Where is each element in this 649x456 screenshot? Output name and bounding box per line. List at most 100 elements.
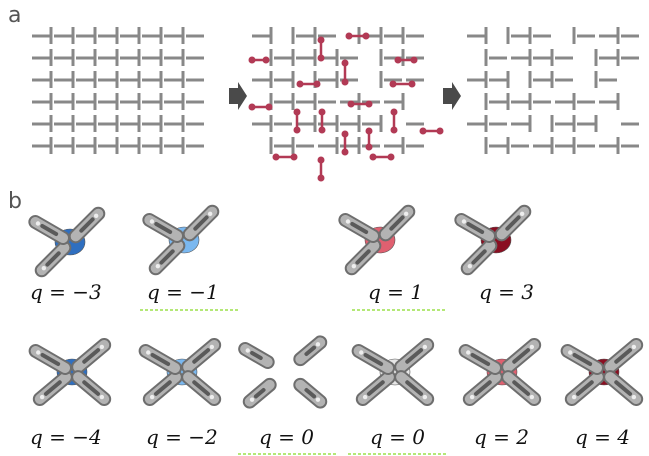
- magnet-pin: [149, 394, 155, 400]
- magnet-arm-slot: [572, 353, 593, 366]
- dimer-node: [262, 56, 270, 64]
- dimer-node: [293, 108, 301, 116]
- charge-labels: q = −3 q = −1 q = 1 q = 3 q = −4 q = −2 …: [30, 280, 630, 449]
- magnet-arm-slot: [473, 380, 492, 396]
- dimer-node: [408, 80, 416, 88]
- magnet-pin: [422, 394, 428, 400]
- magnet-pin: [529, 344, 535, 350]
- vertex-10: [560, 338, 644, 406]
- magnet-arm-slot: [250, 351, 263, 360]
- charge-label: q = 0: [259, 425, 314, 449]
- charge-label: q = 1: [368, 280, 423, 304]
- right-arrow-icon: [229, 82, 247, 110]
- dimer-node: [317, 156, 325, 164]
- magnet-arm-slot: [505, 215, 521, 231]
- highlight-underlines: [140, 309, 446, 455]
- lattice-with-dimers: [248, 27, 444, 182]
- magnet-arm-slot: [614, 348, 633, 364]
- vertex-2: [142, 204, 220, 276]
- vertex-6: [138, 338, 222, 406]
- magnet-pin: [359, 350, 364, 355]
- magnet-pin: [155, 263, 161, 269]
- magnet-pin: [36, 350, 41, 355]
- magnet-pin: [39, 394, 45, 400]
- magnet-arm-slot: [389, 215, 405, 231]
- magnet-arm-slot: [193, 215, 209, 231]
- charge-label: q = −1: [147, 280, 219, 304]
- magnet-arm-slot: [471, 249, 487, 265]
- vertex-4: [454, 204, 532, 276]
- magnet-pin: [35, 221, 41, 226]
- lattice-initial: [32, 27, 204, 154]
- magnet-pin: [631, 344, 637, 350]
- dimer-node: [318, 126, 326, 134]
- dimer-node: [347, 100, 355, 108]
- dimer-node: [341, 148, 349, 156]
- magnet-pin: [315, 397, 321, 402]
- dimer-node: [419, 127, 427, 135]
- magnet-pin: [568, 350, 573, 355]
- magnet-pin: [93, 213, 99, 219]
- magnet-pin: [362, 394, 368, 400]
- magnet-pin: [469, 394, 475, 400]
- magnet-pin: [631, 394, 637, 400]
- magnet-arm-slot: [405, 380, 424, 396]
- dimer-node: [390, 108, 398, 116]
- magnet-arm-slot: [355, 249, 371, 265]
- charge-label: q = 0: [370, 425, 425, 449]
- dimer-node: [362, 32, 370, 40]
- charge-label: q = −3: [30, 280, 102, 304]
- magnet-pin: [209, 344, 215, 350]
- panel-label-b: b: [8, 189, 22, 214]
- magnet-arm-slot: [40, 353, 61, 366]
- dimer-node: [389, 80, 397, 88]
- dimer-node: [290, 153, 298, 161]
- magnet-arm-slot: [192, 348, 211, 364]
- magnet-arm-slot: [304, 345, 317, 357]
- magnet-arm-slot: [192, 380, 211, 396]
- dimer-node: [341, 78, 349, 86]
- dimer-node: [436, 127, 444, 135]
- dimer-node: [248, 56, 256, 64]
- magnet-arm-slot: [366, 380, 385, 396]
- magnet-arm-slot: [154, 222, 173, 234]
- dimer-node: [341, 130, 349, 138]
- magnet-arm-slot: [363, 353, 384, 366]
- magnet-pin: [99, 394, 105, 400]
- magnet-arm-slot: [405, 348, 424, 364]
- dimer-node: [387, 153, 395, 161]
- dimer-node: [369, 153, 377, 161]
- lattice-final: [467, 27, 639, 154]
- magnet-pin: [207, 211, 213, 217]
- dimer-node: [365, 100, 373, 108]
- dimer-node: [394, 56, 402, 64]
- magnet-pin: [403, 211, 409, 217]
- charge-label: q = −4: [30, 425, 102, 449]
- dimer-node: [317, 174, 325, 182]
- magnet-arm-slot: [150, 353, 171, 366]
- vertex-1: [28, 206, 106, 278]
- magnet-pin: [41, 265, 47, 271]
- dimer-node: [296, 80, 304, 88]
- vertex-8: [351, 338, 435, 406]
- magnet-arm-slot: [40, 224, 59, 236]
- magnet-pin: [461, 219, 467, 224]
- dimer-node: [365, 127, 373, 135]
- magnet-pin: [149, 219, 155, 224]
- dimer-node: [317, 36, 325, 44]
- magnet-arm-slot: [159, 249, 175, 265]
- magnet-arm-slot: [575, 380, 594, 396]
- charge-label: q = 3: [479, 280, 534, 304]
- magnet-pin: [467, 263, 473, 269]
- dimer-node: [341, 59, 349, 67]
- magnet-arm-slot: [470, 353, 491, 366]
- dimer-node: [390, 126, 398, 134]
- panel-label-a: a: [8, 3, 21, 28]
- dimer-node: [313, 80, 321, 88]
- dimer-node: [272, 153, 280, 161]
- magnet-arm-slot: [512, 348, 531, 364]
- dimer-node: [265, 103, 273, 111]
- vertex-3: [338, 204, 416, 276]
- vertex-9: [458, 338, 542, 406]
- vertex-5: [28, 338, 112, 406]
